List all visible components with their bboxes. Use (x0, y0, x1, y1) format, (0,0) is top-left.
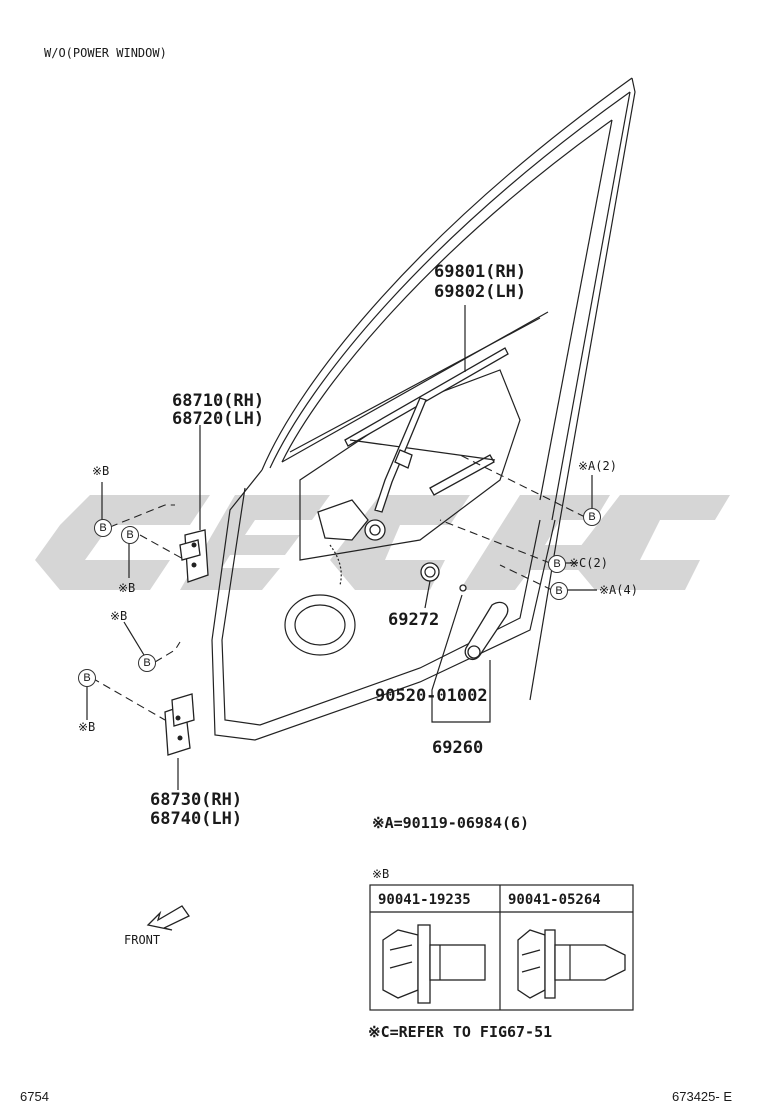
part-label-regulator-lh: 69802(LH) (434, 282, 527, 302)
circle-b-3: B (138, 654, 156, 672)
header-note: W/O(POWER WINDOW) (44, 46, 167, 60)
front-label: FRONT (124, 933, 161, 947)
bolt-table (369, 884, 634, 1011)
note-c2: ※C(2) (569, 556, 608, 570)
bolt-table-header-2: 90041-05264 (508, 892, 601, 908)
note-b-1: ※B (92, 464, 110, 478)
window-regulator (317, 347, 509, 586)
part-label-upper-hinge-lh: 68720(LH) (172, 409, 265, 429)
leader-lines (177, 305, 491, 790)
note-a-reference: ※A=90119-06984(6) (372, 814, 530, 832)
window-handle (459, 584, 509, 661)
circle-b-1: B (94, 519, 112, 537)
note-a4: ※A(4) (599, 583, 638, 597)
grommet (420, 562, 440, 582)
circle-b-4: B (78, 669, 96, 687)
part-label-regulator-rh: 69801(RH) (434, 262, 527, 282)
note-b-heading: ※B (372, 867, 390, 881)
circle-b-6: B (548, 555, 566, 573)
bolt-table-header-1: 90041-19235 (378, 892, 471, 908)
part-label-handle-screw: 90520-01002 (375, 686, 488, 706)
footer-left-code: 6754 (20, 1089, 49, 1104)
upper-hinge (179, 529, 209, 583)
bolt-90041-19235 (382, 924, 486, 1004)
lower-hinge (164, 693, 195, 756)
note-b-4: ※B (78, 720, 96, 734)
note-b-2: ※B (118, 581, 136, 595)
front-arrow (146, 905, 190, 931)
circle-b-7: B (550, 582, 568, 600)
note-c-reference: ※C=REFER TO FIG67-51 (368, 1023, 553, 1041)
part-label-lower-hinge-lh: 68740(LH) (150, 809, 243, 829)
circle-b-2: B (121, 526, 139, 544)
note-b-3: ※B (110, 609, 128, 623)
part-label-handle: 69260 (432, 738, 484, 758)
footer-right-code: 673425- E (672, 1089, 732, 1104)
part-label-grommet: 69272 (388, 610, 440, 630)
bolt-90041-05264 (517, 929, 626, 999)
dashed-callouts (86, 454, 597, 721)
door-frame (211, 77, 636, 741)
part-label-upper-hinge-rh: 68710(RH) (172, 391, 265, 411)
circle-b-5: B (583, 508, 601, 526)
note-a2: ※A(2) (578, 459, 617, 473)
part-label-lower-hinge-rh: 68730(RH) (150, 790, 243, 810)
